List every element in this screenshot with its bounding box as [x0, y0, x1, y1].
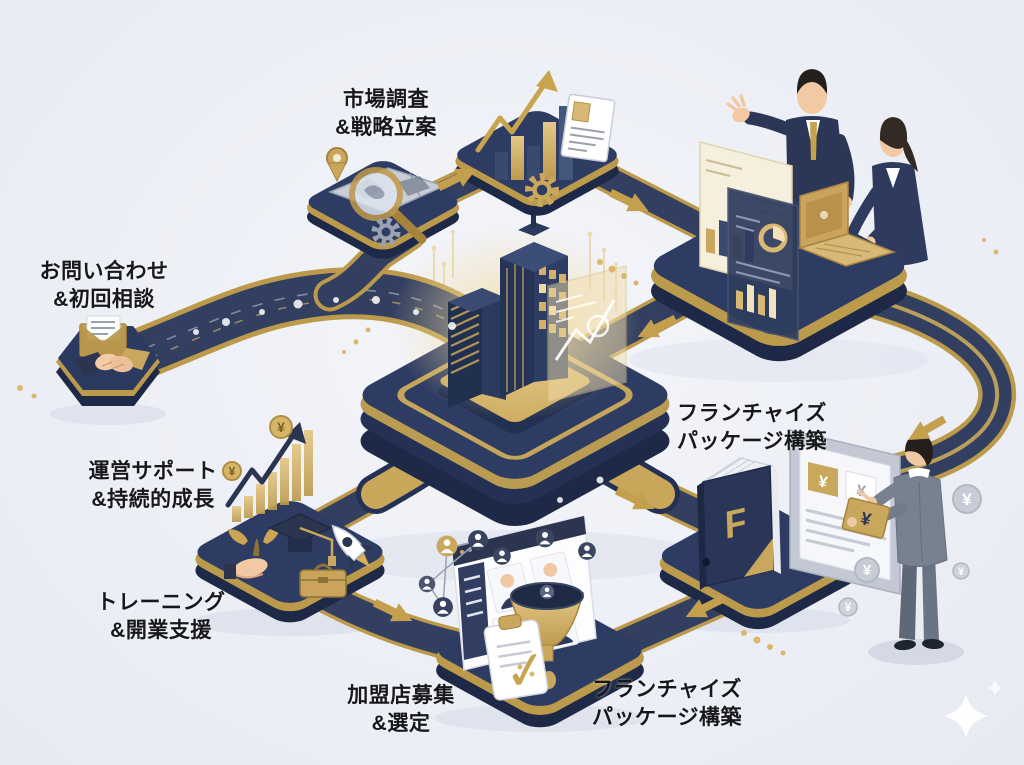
sparkles [943, 680, 1003, 739]
businessman-tablet: ¥ [841, 435, 964, 665]
central-hub [360, 210, 670, 526]
gear-icon [525, 173, 559, 207]
sparkle-icon [943, 693, 989, 739]
platform-research-survey [299, 147, 467, 263]
toolbox-icon [299, 563, 347, 598]
document-icon [560, 93, 616, 163]
platform-strategy [447, 70, 627, 221]
binder-icon: F [697, 456, 781, 590]
rocket-icon [331, 524, 374, 570]
bar-chart-icon [495, 106, 573, 180]
platform-inquiry [56, 315, 160, 406]
label-package-bottom: フランチャイズパッケージ構築 [591, 678, 743, 729]
platform-training [186, 496, 394, 628]
label-research: 市場調査&戦略立案 [335, 88, 437, 139]
yen-coin: ¥ [863, 562, 872, 579]
network-nodes [418, 530, 488, 617]
yen-coin: ¥ [858, 508, 873, 530]
graduation-cap-icon [268, 513, 336, 566]
growth-chart: ¥ ¥ [222, 415, 313, 522]
dashboard-panel [727, 187, 799, 341]
growth-arrow-icon [475, 70, 558, 153]
clipboard-check-icon: ✓ [483, 613, 552, 704]
label-support: 運営サポート&持続的成長 [88, 460, 218, 511]
yen-coin: ¥ [222, 461, 242, 481]
gear-icon [371, 217, 401, 247]
sparkle-icon [987, 680, 1003, 696]
tablet-icon: ¥ [841, 497, 891, 539]
label-recruitment: 加盟店募集&選定 [347, 684, 455, 735]
envelope-icon [79, 315, 127, 357]
platform-package: ¥ ¥ F [650, 429, 901, 635]
yen-coin: ¥ [962, 490, 972, 509]
platform-recruitment: ✓ [418, 515, 655, 733]
magnifying-glass-icon [349, 167, 427, 244]
yen-coins-gray: ¥ ¥ ¥ ¥ [838, 484, 982, 617]
location-pin-icon [326, 147, 348, 183]
yen-coin: ¥ [958, 566, 965, 578]
svg-text:¥: ¥ [277, 419, 285, 435]
label-package-right: フランチャイズパッケージ構築 [676, 402, 828, 453]
svg-text:¥: ¥ [229, 465, 236, 479]
check-icon: ✓ [500, 640, 552, 704]
laptop-icon [797, 181, 897, 267]
yen-coin: ¥ [817, 473, 829, 491]
handshake-icon [74, 348, 150, 376]
platform-consultation [638, 69, 928, 369]
label-training: トレーニング&開業支援 [96, 591, 226, 642]
decorative-dots [17, 238, 999, 677]
yen-coin: ¥ [845, 600, 852, 614]
hand-plant-icon [224, 524, 281, 579]
yen-coin: ¥ [269, 415, 293, 439]
analytics-panel [547, 265, 627, 403]
label-inquiry: お問い合わせ&初回相談 [39, 260, 169, 311]
pricing-panel: ¥ ¥ [789, 429, 901, 595]
